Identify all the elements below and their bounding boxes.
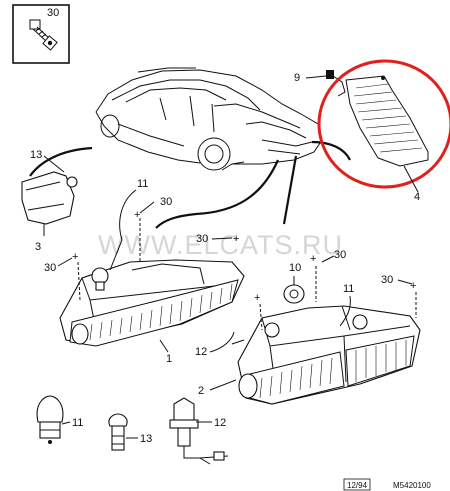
footer-codes: 12/94 M5420100 <box>343 478 431 491</box>
screw-inset-box[interactable]: 30 <box>12 4 70 64</box>
callout-13-bottom: 13 <box>140 433 152 445</box>
footer-ref-code: M5420100 <box>393 481 431 490</box>
watermark-text: WWW.ELCATS.RU <box>98 230 343 260</box>
callout-30-mid: 30 <box>160 196 172 208</box>
rear-lamp-assembly-1[interactable] <box>59 259 245 347</box>
callout-30-left: 30 <box>44 262 56 274</box>
marker-plus-right: + <box>410 280 416 292</box>
front-lamp-assembly-2[interactable] <box>231 305 421 405</box>
marker-plus-center: + <box>233 233 239 245</box>
leader-car-to-rear-lamp <box>155 159 280 229</box>
callout-11-right: 11 <box>343 283 354 295</box>
footer-date-code: 12/94 <box>347 481 368 490</box>
marker-plus-right-top: + <box>310 253 316 265</box>
callout-1: 1 <box>166 353 172 365</box>
callout-13-top: 13 <box>30 149 42 161</box>
bulb-12-icon[interactable] <box>169 397 229 465</box>
bulb-holder-10[interactable] <box>283 276 305 304</box>
callout-11-top: 11 <box>137 178 148 190</box>
marker-plus-mid: + <box>134 209 140 221</box>
callout-3: 3 <box>35 241 41 253</box>
callout-30-center: 30 <box>196 233 208 245</box>
callout-2: 2 <box>198 385 204 397</box>
side-repeater-lamp[interactable] <box>21 171 78 236</box>
marker-plus-left: + <box>72 251 78 263</box>
highlight-circle <box>317 59 450 189</box>
marker-plus-right-mid: + <box>254 292 260 304</box>
leader-car-to-front-lamp <box>282 155 298 225</box>
bulb-11-icon[interactable] <box>36 395 64 444</box>
callout-12-mid: 12 <box>195 346 207 358</box>
callout-12-bottom: 12 <box>214 417 226 429</box>
callout-30-box: 30 <box>47 7 59 19</box>
callout-30-right-top: 30 <box>334 249 346 261</box>
callout-11-bottom: 11 <box>72 417 83 429</box>
leader-car-to-side-repeater <box>29 146 93 177</box>
callout-30-right: 30 <box>381 274 393 286</box>
callout-10: 10 <box>289 262 301 274</box>
screw-icon <box>29 19 58 51</box>
callout-4: 4 <box>414 191 420 203</box>
leader-car-to-corner-lamp <box>311 140 351 161</box>
bulb-13-icon[interactable] <box>108 413 128 451</box>
callout-9: 9 <box>294 72 300 84</box>
corner-indicator-lamp[interactable] <box>317 59 450 193</box>
car-illustration <box>95 67 323 171</box>
clip-part-9 <box>329 73 346 97</box>
